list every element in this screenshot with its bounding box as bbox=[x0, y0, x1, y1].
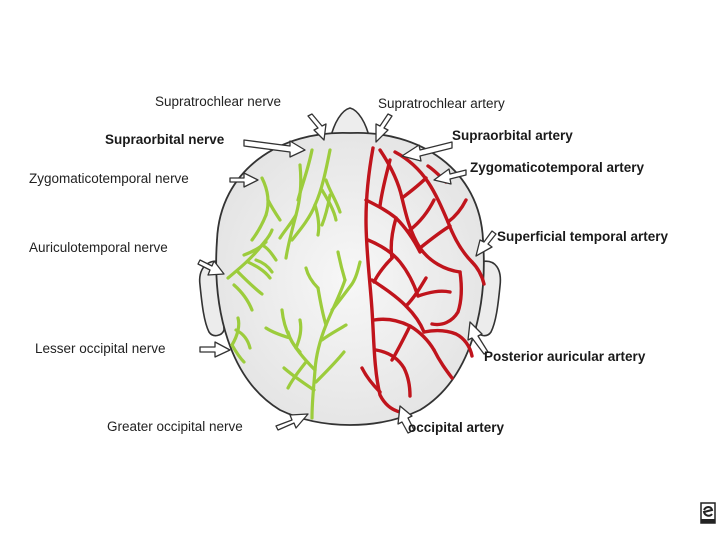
label-greater-occipital-nerve: Greater occipital nerve bbox=[107, 419, 243, 435]
label-lesser-occipital-nerve: Lesser occipital nerve bbox=[35, 341, 166, 357]
label-posterior-auricular-artery: Posterior auricular artery bbox=[484, 349, 645, 365]
label-auriculotemporal-nerve: Auriculotemporal nerve bbox=[29, 240, 168, 256]
label-zygomaticotemporal-artery: Zygomaticotemporal artery bbox=[470, 160, 644, 176]
label-superficial-temporal-artery: Superficial temporal artery bbox=[497, 229, 668, 245]
label-supratrochlear-nerve: Supratrochlear nerve bbox=[155, 94, 281, 110]
logo-icon bbox=[700, 502, 716, 524]
label-supraorbital-nerve: Supraorbital nerve bbox=[105, 132, 224, 148]
label-supratrochlear-artery: Supratrochlear artery bbox=[378, 96, 505, 112]
label-zygomaticotemporal-nerve: Zygomaticotemporal nerve bbox=[29, 171, 189, 187]
arrow-lesser-occipital-nerve bbox=[200, 342, 230, 357]
label-occipital-artery: occipital artery bbox=[408, 420, 504, 436]
arrow-greater-occipital-nerve bbox=[276, 414, 308, 430]
label-supraorbital-artery: Supraorbital artery bbox=[452, 128, 573, 144]
